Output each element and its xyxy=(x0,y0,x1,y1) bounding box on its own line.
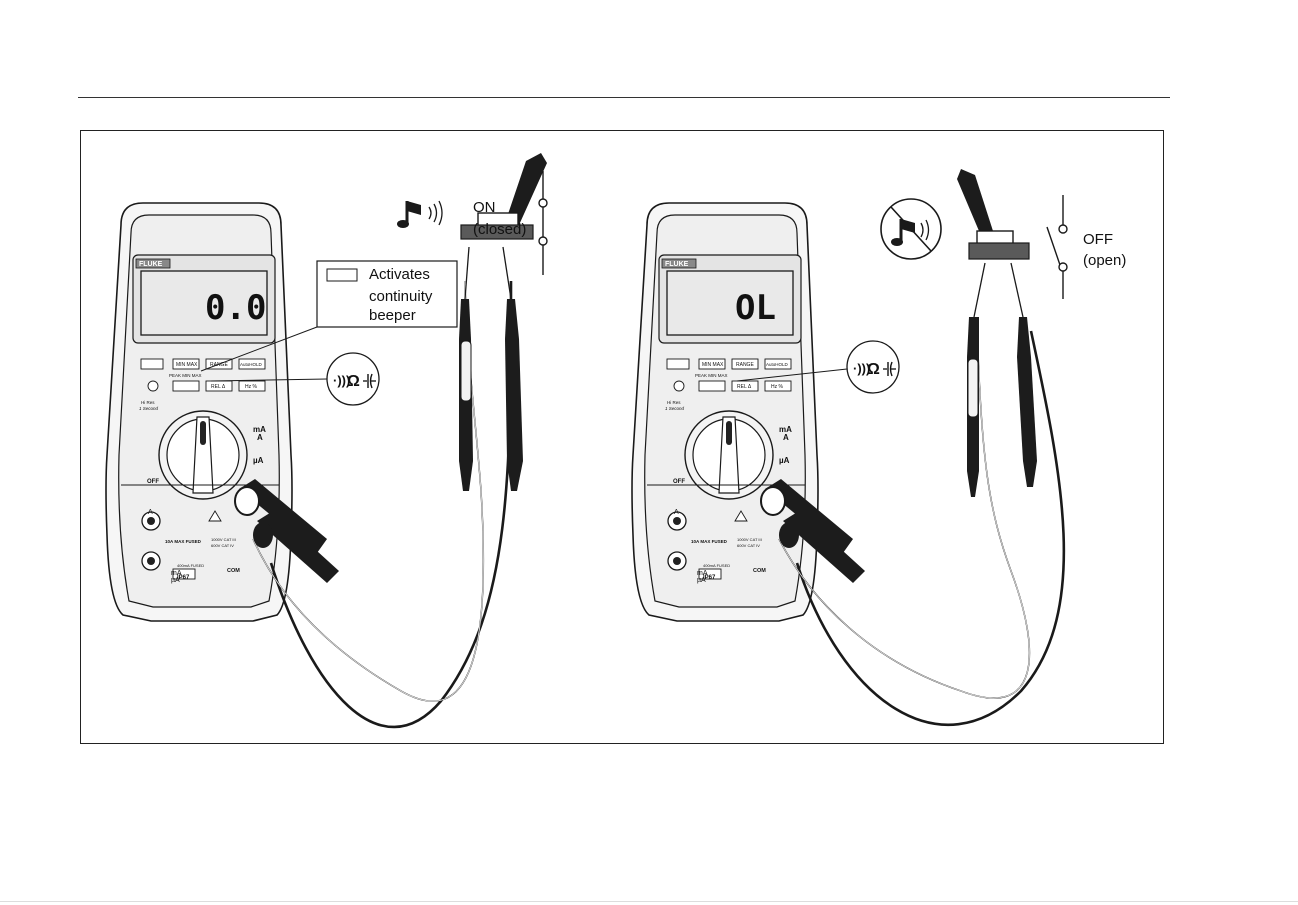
switch-on-label: ON xyxy=(473,199,496,216)
svg-text:Ω: Ω xyxy=(347,373,360,390)
left-fused-label2: 400mA FUSED xyxy=(177,563,204,568)
left-peak-label: PEAK MIN MAX xyxy=(169,373,202,378)
right-jack-ma: mA xyxy=(697,570,708,577)
right-fused-label: 10A MAX FUSED xyxy=(691,539,728,544)
left-ma-label: mA xyxy=(253,425,266,434)
right-probe-black xyxy=(1017,317,1037,487)
right-jack-ua: µA xyxy=(697,577,706,584)
left-ua-label: µA xyxy=(253,456,264,465)
left-jack-ma: mA xyxy=(171,570,182,577)
left-toggle-switch xyxy=(460,153,547,240)
callout-line-3: beeper xyxy=(369,307,416,324)
left-meter xyxy=(105,202,293,622)
bottom-rule xyxy=(0,901,1298,902)
right-btn-hz: Hz % xyxy=(771,384,784,390)
left-probe-black xyxy=(505,299,523,491)
svg-text:·))): ·))) xyxy=(333,373,350,388)
right-btn-rel: REL Δ xyxy=(737,384,752,390)
left-lcd-value: 0.0 xyxy=(205,288,266,328)
right-dial-magnifier xyxy=(846,340,900,394)
left-continuity-ohm-capacitance-icon: ·))) Ω xyxy=(333,373,376,390)
right-cat1: 1000V CAT III xyxy=(737,537,762,542)
right-cat2: 600V CAT IV xyxy=(737,543,760,548)
left-hires-label: Hi Res xyxy=(141,400,155,405)
left-btn-minmax: MIN MAX xyxy=(176,362,198,368)
right-black-lead xyxy=(795,330,1066,727)
left-ip-label: IP67 xyxy=(177,575,190,581)
right-btn-range: RANGE xyxy=(736,362,754,368)
figure-frame: FLUKE 0.0 MIN MAX RANGE AutoHOLD REL Δ H… xyxy=(80,130,1164,744)
left-btn-autohold: AutoHOLD xyxy=(240,362,263,367)
right-fused-label2: 400mA FUSED xyxy=(703,563,730,568)
right-ua-label: µA xyxy=(779,456,790,465)
left-cat2: 600V CAT IV xyxy=(211,543,234,548)
left-btn-range: RANGE xyxy=(210,362,228,368)
right-peak-label: PEAK MIN MAX xyxy=(695,373,728,378)
continuity-diagram: FLUKE 0.0 MIN MAX RANGE AutoHOLD REL Δ H… xyxy=(105,153,1068,729)
right-ip-label: IP67 xyxy=(703,575,716,581)
left-hires-sub: 1 Second xyxy=(139,406,159,411)
left-jack-ua: µA xyxy=(171,577,180,584)
switch-symbol-open xyxy=(1046,195,1068,299)
switch-off-label: OFF xyxy=(1083,231,1113,248)
left-probe-grey xyxy=(459,299,473,491)
right-hires-sub: 1 Second xyxy=(665,406,685,411)
left-black-lead xyxy=(269,280,513,729)
left-off-label: OFF xyxy=(147,479,159,485)
svg-text:Ω: Ω xyxy=(867,361,880,378)
right-btn-autohold: AutoHOLD xyxy=(766,362,789,367)
svg-text:·))): ·))) xyxy=(853,361,870,376)
right-probe-grey xyxy=(967,317,979,497)
right-btn-minmax: MIN MAX xyxy=(702,362,724,368)
left-btn-hz: Hz % xyxy=(245,384,258,390)
top-rule xyxy=(78,97,1170,98)
right-jack-a: A xyxy=(674,509,679,516)
left-brand-label: FLUKE xyxy=(139,261,163,268)
right-lcd-value: OL xyxy=(735,288,776,328)
switch-symbol-closed xyxy=(538,171,548,275)
switch-off-detail: (open) xyxy=(1083,252,1127,269)
left-jack-a: A xyxy=(148,509,153,516)
callout-line-1: Activates xyxy=(369,266,430,283)
right-a-label: A xyxy=(783,433,789,442)
right-jack-com: COM xyxy=(753,568,766,574)
left-a-label: A xyxy=(257,433,263,442)
left-fused-label: 10A MAX FUSED xyxy=(165,539,202,544)
left-jack-com: COM xyxy=(227,568,240,574)
beeper-on-icon xyxy=(397,200,443,228)
right-brand-label: FLUKE xyxy=(665,261,689,268)
right-off-label: OFF xyxy=(673,479,685,485)
right-ma-label: mA xyxy=(779,425,792,434)
right-toggle-switch xyxy=(957,169,1030,260)
right-hires-label: Hi Res xyxy=(667,400,681,405)
right-continuity-ohm-capacitance-icon: ·))) Ω xyxy=(853,361,896,378)
callout-line-2: continuity xyxy=(369,288,433,305)
beeper-off-icon xyxy=(880,198,942,260)
left-cat1: 1000V CAT III xyxy=(211,537,236,542)
switch-on-detail: (closed) xyxy=(473,221,527,238)
left-btn-rel: REL Δ xyxy=(211,384,226,390)
